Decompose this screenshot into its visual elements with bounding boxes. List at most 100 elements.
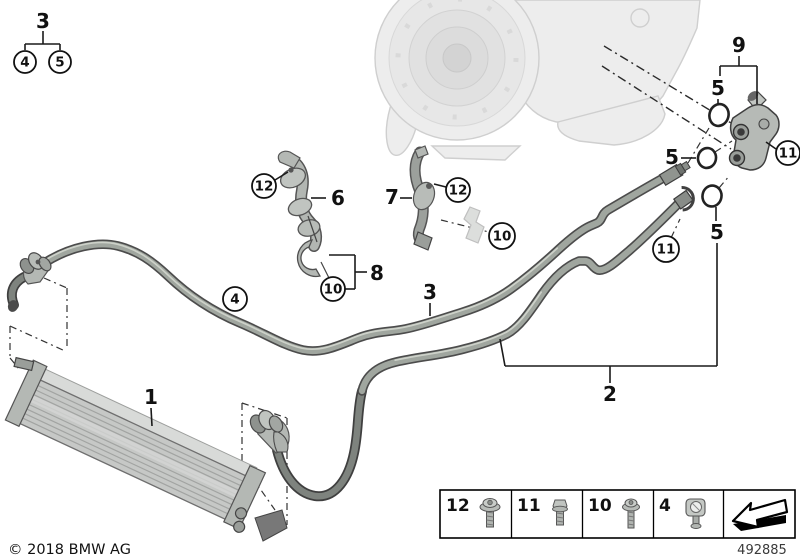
cooler-right-tank (223, 464, 267, 530)
bolt-circle (395, 0, 519, 120)
o-ring-top (708, 102, 730, 128)
fitting-bolt-boss (758, 118, 770, 130)
return-pipe-highlight (394, 291, 543, 362)
circled-callouts: 4 12 12 10 10 11 11 (222, 140, 800, 312)
connector-fitting-11 (728, 91, 780, 171)
fitting-top-opening (747, 91, 759, 101)
oring-mid-leader (714, 140, 733, 153)
callout-4-circle (222, 286, 248, 312)
bracket7-foot (413, 231, 433, 251)
hex-bolt-icon (552, 499, 568, 526)
cooler-port-2 (233, 520, 246, 533)
callout-6: 6 (331, 186, 345, 210)
bracket6-clamp-3 (297, 219, 321, 237)
callout-1: 1 (144, 385, 158, 409)
torx-screw-icon (479, 498, 501, 528)
transmission-port-leader-2 (601, 65, 732, 150)
retaining-clip-icon (685, 498, 706, 529)
clip-to-11-leader (670, 218, 681, 239)
bracket7-plate (412, 181, 436, 211)
feed-pipe-ferrule (658, 160, 691, 187)
return-hose (273, 387, 366, 500)
return-pipe-end-clip (672, 186, 695, 212)
fitting-port-lower-bore (733, 154, 741, 162)
callout-12a-label: 12 (255, 179, 274, 195)
oring-bottom-leader (718, 174, 731, 189)
copyright-notice: © 2018 BMW AG (8, 542, 131, 558)
legend-border (439, 489, 796, 539)
legend-label-12: 12 (446, 496, 470, 516)
callout-12a-circle (251, 173, 277, 199)
callout-12b-circle (445, 177, 471, 203)
o-ring-mid (696, 146, 718, 170)
torx-screw-icon (622, 498, 640, 529)
callout-10b-label: 10 (493, 229, 512, 245)
callouts: 1 2 3 5 5 5 6 7 8 9 (144, 33, 758, 427)
transmission-boss (630, 8, 650, 28)
o-ring-bottom (701, 184, 723, 208)
elbow-collar-3 (38, 256, 52, 272)
diagram-number: 492885 (737, 543, 787, 558)
bracket6-to-clamp-line (307, 215, 318, 243)
callout-11a-circle (775, 140, 800, 166)
ferrule-to-oring-leader (687, 127, 710, 164)
return-pipe-body (358, 195, 687, 395)
tree-item-4-circle (13, 50, 37, 74)
direction-arrow-icon (731, 498, 789, 531)
tree-item-4-label: 4 (20, 55, 29, 71)
callout-11b-label: 11 (657, 242, 676, 258)
callout-3: 3 (423, 280, 437, 304)
callout-4-label: 4 (230, 292, 239, 308)
callout-12b-label: 12 (449, 183, 468, 199)
clamp-to-10-line (320, 261, 330, 279)
legend-cell-12: 12 (446, 496, 501, 528)
transmission-oil-pan (557, 95, 666, 146)
arrow-outline (731, 498, 789, 529)
cooler-port-1 (234, 507, 248, 520)
bracket7-top-tab (414, 145, 429, 159)
tree-item-5-circle (48, 50, 72, 74)
feed-hose-open-end (7, 300, 19, 312)
p-clamp (296, 239, 322, 278)
feed-pipe-highlight (44, 241, 559, 350)
callout-8: 8 (370, 261, 384, 285)
bracket7-bolt-hole (426, 183, 432, 189)
legend-cell-arrow (731, 498, 789, 531)
bracket-6 (277, 150, 323, 252)
legend-label-11: 11 (517, 496, 541, 516)
callout-11a-label: 11 (779, 146, 798, 162)
callout-10a-circle (320, 276, 346, 302)
leader-lines (9, 45, 737, 525)
feed-pipe (6, 160, 691, 356)
left-box-bottom (9, 325, 66, 352)
bracket6-top-tab (277, 150, 301, 169)
return-pipe (272, 186, 695, 502)
elbow2-bend (273, 431, 289, 453)
cooler-left-tank (4, 359, 48, 428)
callout-5-top: 5 (711, 76, 725, 100)
fitting-port-upper-bore (737, 128, 745, 136)
callout-9: 9 (732, 33, 746, 57)
tree-item-5-label: 5 (55, 55, 64, 71)
callout-5-bottom: 5 (710, 220, 724, 244)
cooler-highlight (28, 394, 242, 500)
legend-label-4: 4 (659, 496, 671, 516)
callout-7: 7 (385, 185, 399, 209)
callout-10b-circle (488, 222, 516, 250)
left-elbow-connector (19, 252, 52, 285)
clamp-8 (296, 239, 330, 279)
arrow-base (733, 515, 786, 531)
converter-hub (442, 43, 472, 73)
selection-tree: 3 4 5 (13, 9, 72, 74)
pipe-clip-10 (463, 206, 485, 244)
pan-corner (430, 145, 522, 161)
cooler-inlet-stub (13, 356, 35, 372)
left-box-top (43, 277, 68, 289)
legend-cell-11: 11 (517, 496, 568, 526)
callout-11b-circle (652, 235, 680, 263)
callout-2: 2 (603, 382, 617, 406)
tree-root-label: 3 (36, 9, 50, 33)
callout-10a-label: 10 (324, 282, 343, 298)
